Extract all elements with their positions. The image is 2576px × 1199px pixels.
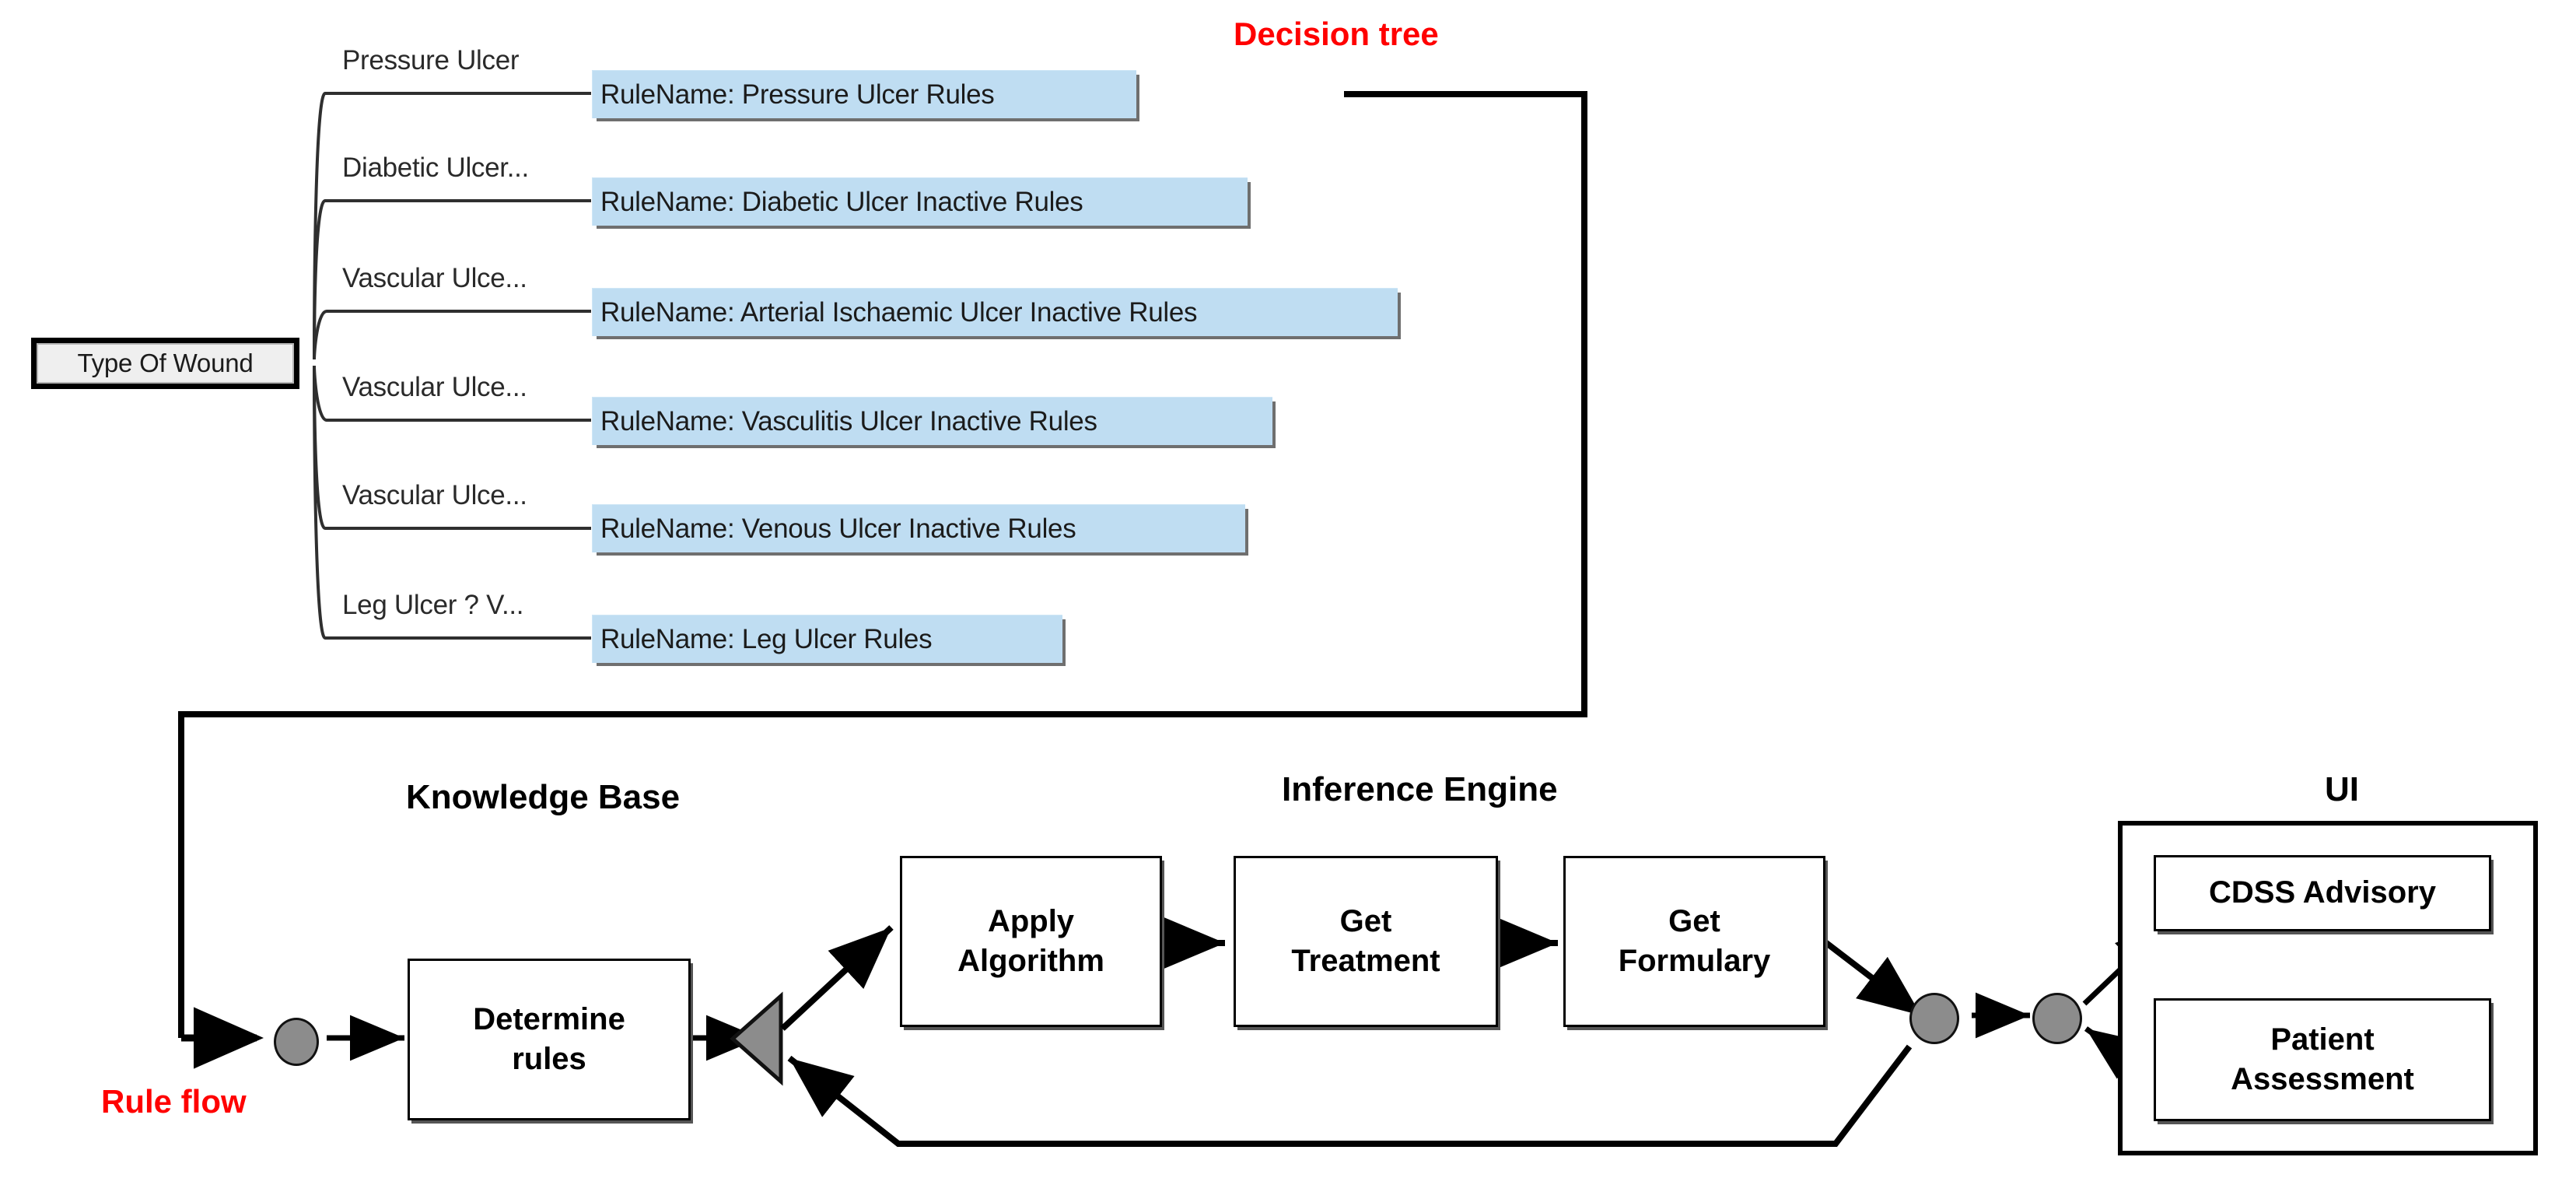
branch-label-vascular-ulcer-venous: Vascular Ulce...	[342, 480, 527, 510]
flow-box-apply-algorithm[interactable]: Apply Algorithm	[900, 856, 1162, 1027]
annotation-decision-tree: Decision tree	[1234, 16, 1439, 52]
rule-box-pressure-ulcer[interactable]: RuleName: Pressure Ulcer Rules	[592, 70, 1136, 118]
rule-box-diabetic-ulcer-inactive[interactable]: RuleName: Diabetic Ulcer Inactive Rules	[592, 177, 1248, 226]
feedback-loop	[787, 1044, 1913, 1147]
section-header-knowledge-base: Knowledge Base	[406, 778, 681, 816]
ui-box-patient-assessment[interactable]: Patient Assessment	[2154, 998, 2491, 1121]
decision-tree-root-node[interactable]: Type Of Wound	[31, 338, 299, 389]
section-header-inference-engine: Inference Engine	[1282, 770, 1558, 808]
ui-node-circle[interactable]	[2032, 993, 2082, 1044]
rule-box-vasculitis-ulcer-inactive[interactable]: RuleName: Vasculitis Ulcer Inactive Rule…	[592, 397, 1272, 445]
rule-box-leg-ulcer[interactable]: RuleName: Leg Ulcer Rules	[592, 615, 1062, 663]
start-node-circle[interactable]	[274, 1018, 319, 1066]
gateway-triangle	[730, 991, 783, 1086]
ui-box-cdss-advisory[interactable]: CDSS Advisory	[2154, 855, 2491, 931]
ui-panel-container: CDSS Advisory Patient Assessment	[2118, 821, 2538, 1155]
flow-box-get-formulary[interactable]: Get Formulary	[1563, 856, 1825, 1027]
merge-node-circle[interactable]	[1909, 993, 1959, 1044]
branch-label-pressure-ulcer: Pressure Ulcer	[342, 45, 520, 75]
annotation-rule-flow: Rule flow	[101, 1083, 247, 1120]
flow-box-determine-rules[interactable]: Determine rules	[408, 959, 691, 1120]
rule-box-arterial-ischaemic-ulcer-inactive[interactable]: RuleName: Arterial Ischaemic Ulcer Inact…	[592, 288, 1398, 336]
decision-tree-root-label: Type Of Wound	[37, 343, 294, 384]
branch-label-vascular-ulcer-vasculitis: Vascular Ulce...	[342, 372, 527, 402]
arrow-formulary-to-merge	[1807, 927, 1923, 1018]
branch-label-leg-ulcer: Leg Ulcer ? V...	[342, 590, 524, 620]
section-header-ui: UI	[2325, 770, 2359, 808]
arrow-gateway-to-apply	[780, 925, 894, 1031]
flow-box-get-treatment[interactable]: Get Treatment	[1234, 856, 1498, 1027]
branch-label-vascular-ulcer-arterial: Vascular Ulce...	[342, 263, 527, 293]
branch-label-diabetic-ulcer: Diabetic Ulcer...	[342, 153, 529, 183]
rule-box-venous-ulcer-inactive[interactable]: RuleName: Venous Ulcer Inactive Rules	[592, 504, 1245, 552]
